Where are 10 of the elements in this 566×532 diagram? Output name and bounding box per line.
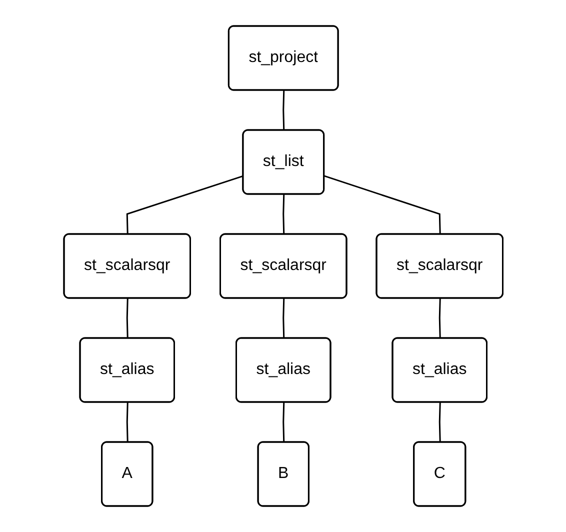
connector <box>282 402 284 443</box>
connector <box>282 90 284 131</box>
connector <box>438 298 440 339</box>
connector <box>126 175 244 235</box>
connector <box>282 298 284 339</box>
connector <box>126 402 128 443</box>
connector <box>438 402 440 443</box>
connector <box>324 175 440 235</box>
connector <box>126 298 128 339</box>
connector <box>282 194 284 235</box>
